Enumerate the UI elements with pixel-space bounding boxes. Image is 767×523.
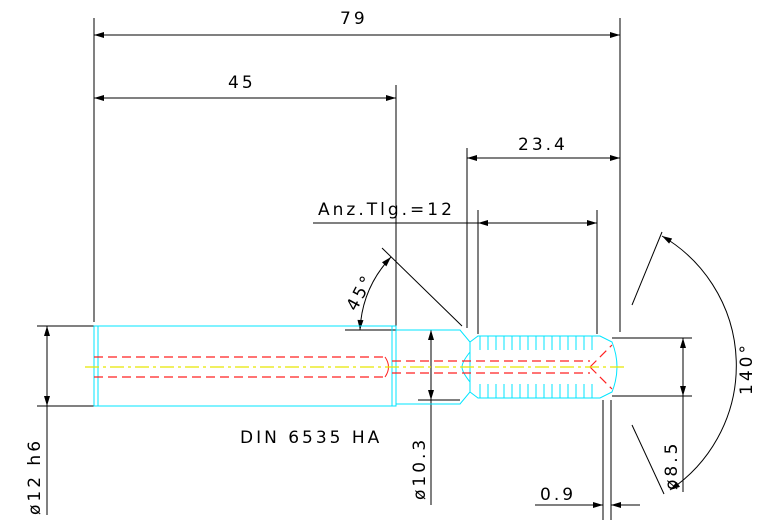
shank bbox=[93, 325, 397, 407]
dim-79-label: 79 bbox=[340, 9, 368, 29]
dim-0-9-label: 0.9 bbox=[540, 485, 576, 505]
hidden-lines bbox=[94, 344, 613, 390]
extension-lines bbox=[37, 18, 692, 520]
angle-45-arc bbox=[357, 256, 392, 331]
dimension-lines bbox=[44, 32, 737, 515]
dim-45-label: 45 bbox=[228, 73, 256, 93]
thread-teeth bbox=[479, 336, 593, 398]
tooth-count-label: Anz.Tlg.=12 bbox=[318, 200, 455, 220]
angle-140-arc bbox=[661, 235, 737, 491]
dim-d12-label: ø12 h6 bbox=[25, 438, 45, 515]
dim-d8-5-label: ø8.5 bbox=[662, 441, 682, 490]
dim-23-4-label: 23.4 bbox=[518, 135, 568, 155]
angle-140-label: 140° bbox=[737, 342, 757, 395]
dim-d10-3-label: ø10.3 bbox=[410, 437, 430, 500]
shank-standard-label: DIN 6535 HA bbox=[240, 428, 382, 448]
neck bbox=[396, 329, 471, 405]
tool-outline bbox=[93, 325, 618, 407]
angle-45-label: 45° bbox=[343, 270, 379, 314]
